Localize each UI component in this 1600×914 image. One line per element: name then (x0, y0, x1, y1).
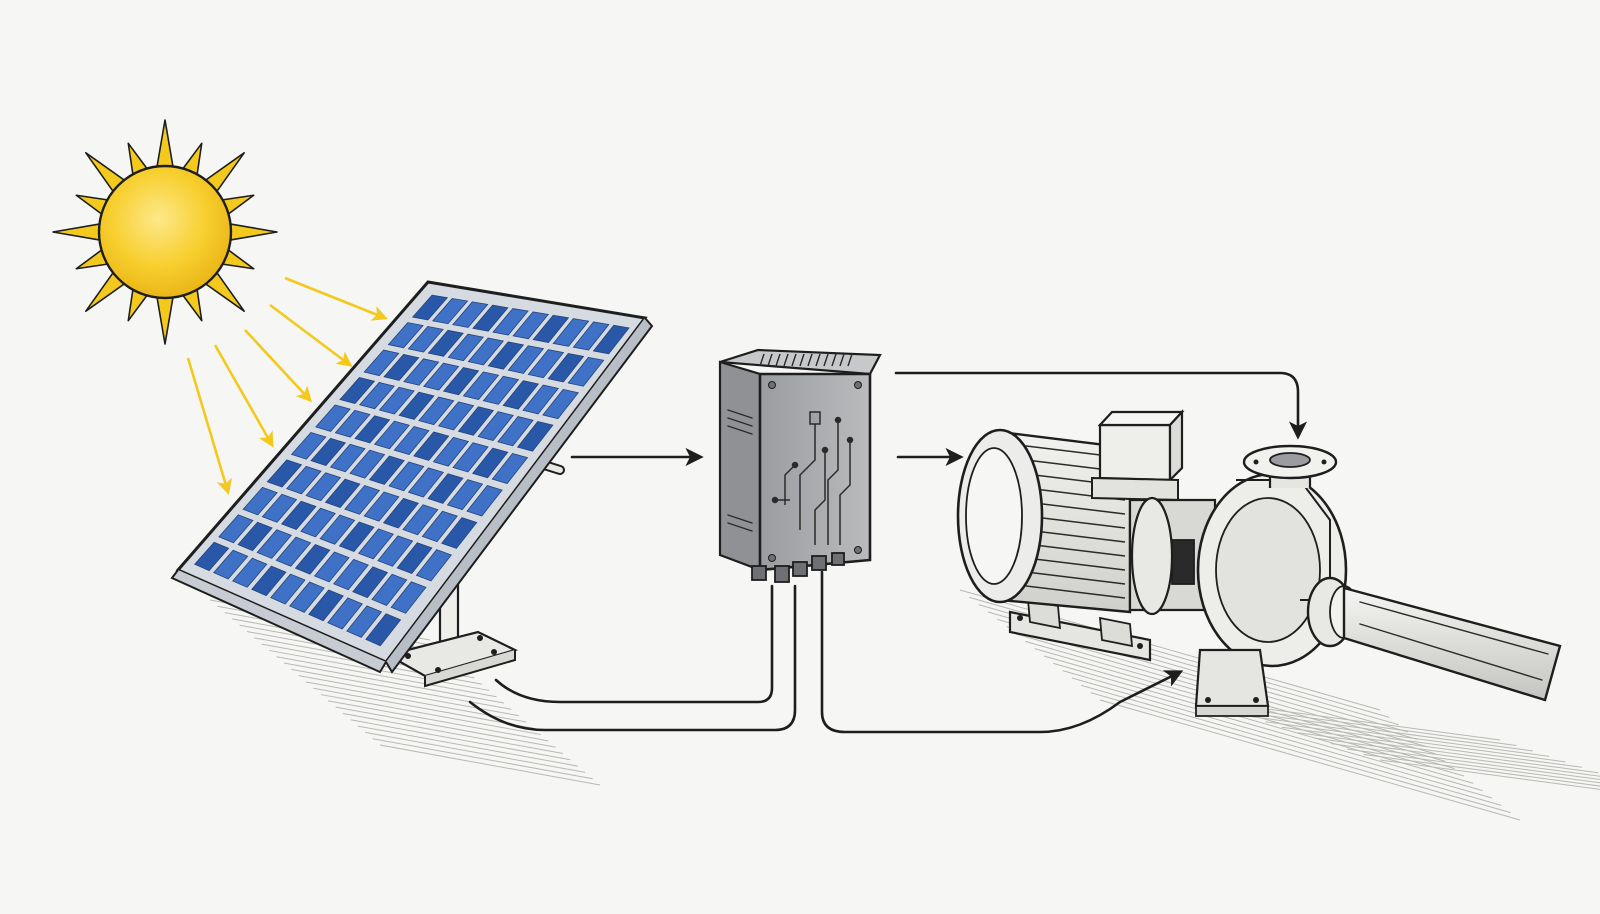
hatch-line (328, 701, 548, 741)
solar-panel-icon (172, 282, 652, 686)
controller-box-icon (720, 350, 880, 582)
sun-spike (53, 223, 104, 240)
sun-icon (53, 120, 277, 344)
hatch-line (350, 720, 570, 760)
hatch-line (291, 669, 511, 709)
hatch-line (380, 745, 600, 785)
hatch-line (321, 695, 541, 735)
hatch-line (1282, 727, 1582, 767)
cable-panel-to-controller-1 (496, 586, 772, 702)
hatch-line (358, 726, 578, 766)
hatch-line (373, 739, 593, 779)
hatch-line (313, 688, 533, 728)
cable-panel-to-controller-2 (470, 586, 795, 730)
outlet-pipe-icon (1344, 588, 1560, 700)
hatch-line (343, 713, 563, 753)
sun-spike (156, 293, 173, 344)
hatch-line (299, 676, 519, 716)
sun-spike (226, 223, 277, 240)
sun-spike (156, 120, 173, 171)
hatch-line (1233, 711, 1533, 751)
flow-arrows (572, 373, 1298, 457)
hatch-line (365, 732, 585, 772)
arrow-controller-to-pump-inlet (896, 373, 1298, 436)
